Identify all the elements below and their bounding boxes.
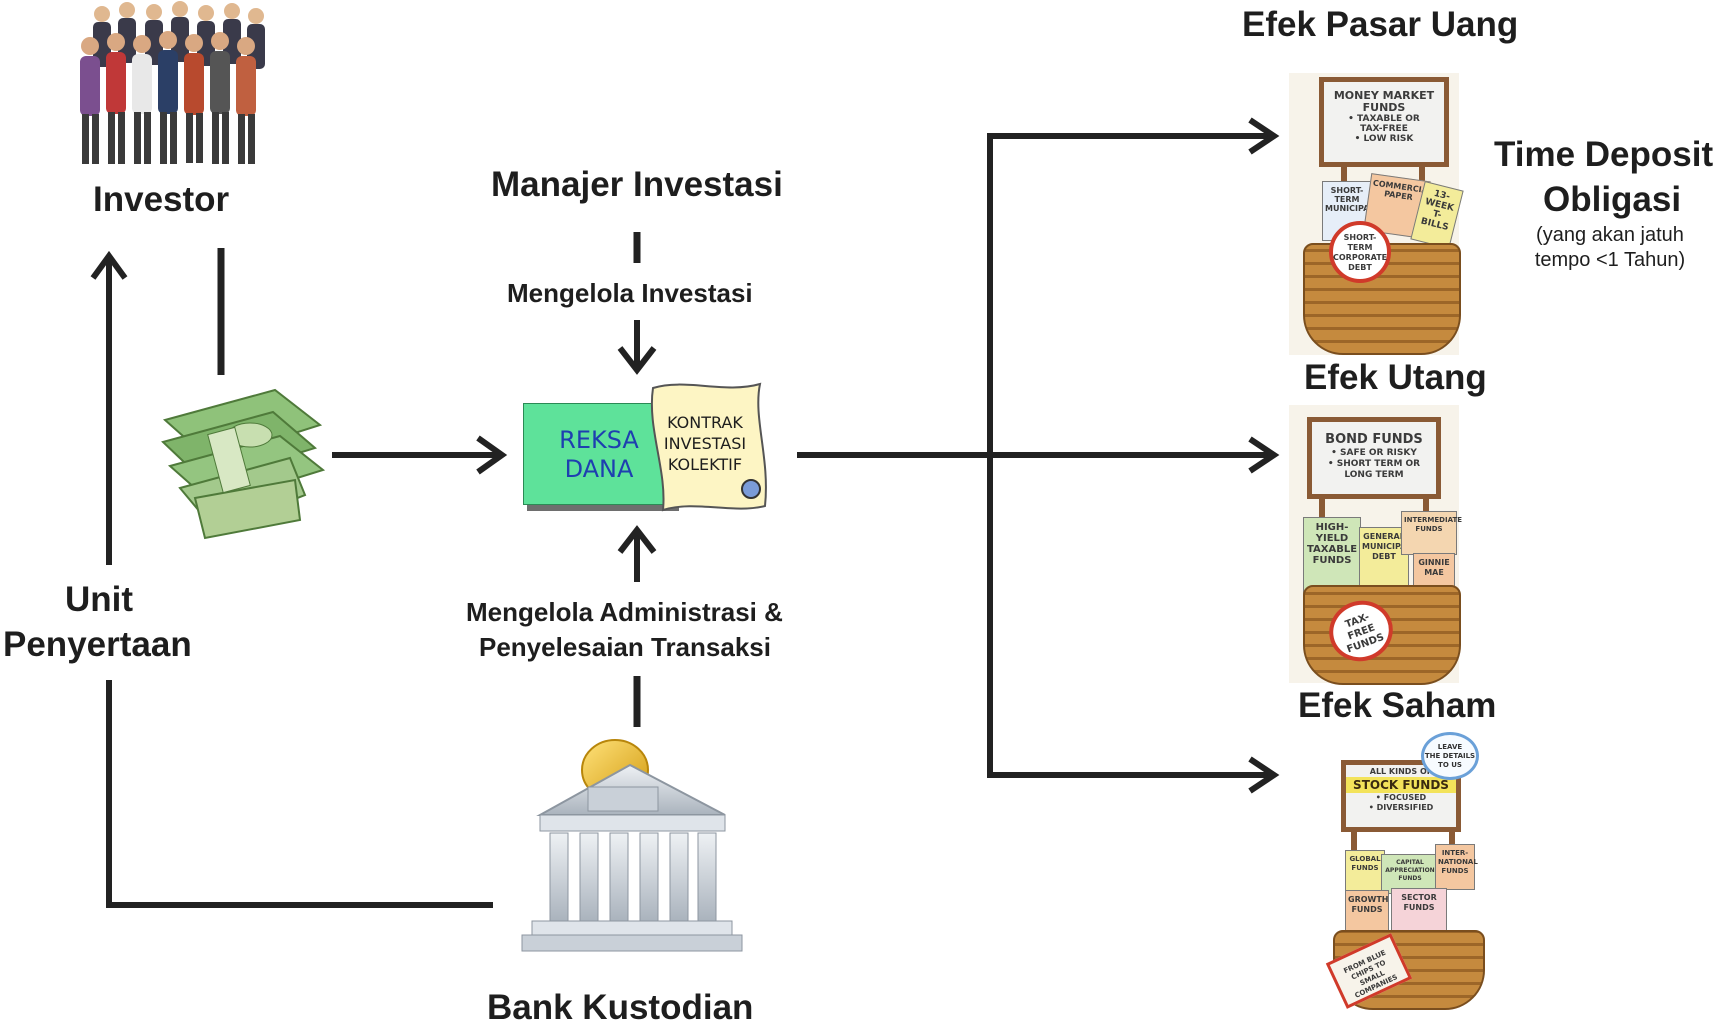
stock-funds-basket-image: ALL KINDS OF STOCK FUNDS • FOCUSED • DIV… [1289,730,1489,1010]
reksa-dana-box: REKSA DANA [523,403,675,505]
bond-funds-sign-title: BOND FUNDS [1325,432,1423,447]
bond-funds-basket-image: BOND FUNDS • SAFE OR RISKY • SHORT TERM … [1289,405,1462,685]
bank-icon [521,739,743,952]
badge-short-term-corporate: SHORT- TERM CORPORATE DEBT [1329,221,1391,283]
maturity-note-line2: tempo <1 Tahun) [1534,249,1686,271]
reksa-dana-text: REKSA DANA [559,426,639,483]
paper-sector: SECTOR FUNDS [1391,888,1447,936]
equity-title: Efek Saham [1298,686,1497,725]
kontrak-document: KONTRAK INVESTASI KOLEKTIF [645,378,775,516]
paper-capital-appreciation: CAPITAL APPRECIATION FUNDS [1381,854,1439,894]
obligasi-label: Obligasi [1543,180,1682,219]
stock-funds-sign-top: ALL KINDS OF [1369,767,1433,776]
investor-label: Investor [93,180,230,219]
paper-global: GLOBAL FUNDS [1345,850,1385,894]
paper-high-yield: HIGH- YIELD TAXABLE FUNDS [1303,517,1361,595]
money-image [155,370,330,540]
people-icon [80,1,265,164]
maturity-note-line1: (yang akan jatuh [1536,224,1684,246]
custodian-action-line2: Penyelesaian Transaksi [479,632,771,662]
speech-bubble: LEAVE THE DETAILS TO US [1421,732,1479,780]
money-icon [161,388,326,540]
time-deposit-label: Time Deposit [1494,135,1714,174]
units-label-line1: Unit [65,580,134,619]
investor-crowd-image [72,0,272,172]
money-market-sign-title: MONEY MARKET FUNDS [1333,89,1435,114]
paper-intermediate: INTERMEDIATE FUNDS [1401,511,1462,555]
custodian-action-line1: Mengelola Administrasi & [466,597,783,627]
manager-action: Mengelola Investasi [507,278,753,308]
debt-title: Efek Utang [1304,358,1487,397]
bond-funds-sign-items: • SAFE OR RISKY • SHORT TERM OR LONG TER… [1327,448,1421,480]
scroll-icon [650,382,767,512]
paper-growth: GROWTH FUNDS [1345,890,1389,932]
money-market-basket-image: MONEY MARKET FUNDS • TAXABLE OR TAX-FREE… [1289,73,1464,355]
speech-bubble-text: LEAVE THE DETAILS TO US [1424,743,1476,769]
units-label-line2: Penyertaan [3,625,192,664]
kontrak-text: KONTRAK INVESTASI KOLEKTIF [663,413,747,474]
manager-title: Manajer Investasi [491,165,783,204]
stock-funds-sign: ALL KINDS OF STOCK FUNDS • FOCUSED • DIV… [1341,760,1461,832]
bank-image [510,735,750,965]
custodian-label: Bank Kustodian [487,988,754,1027]
paper-international: INTER- NATIONAL FUNDS [1435,844,1478,890]
money-market-title: Efek Pasar Uang [1242,5,1519,44]
money-market-sign-items: • TAXABLE OR TAX-FREE • LOW RISK [1348,114,1420,144]
money-market-sign: MONEY MARKET FUNDS • TAXABLE OR TAX-FREE… [1319,77,1449,167]
custodian-to-units-line [106,680,493,908]
stock-funds-sign-title: STOCK FUNDS [1346,777,1456,793]
stock-funds-sign-items: • FOCUSED • DIVERSIFIED [1368,793,1434,812]
bond-funds-sign: BOND FUNDS • SAFE OR RISKY • SHORT TERM … [1307,417,1441,499]
